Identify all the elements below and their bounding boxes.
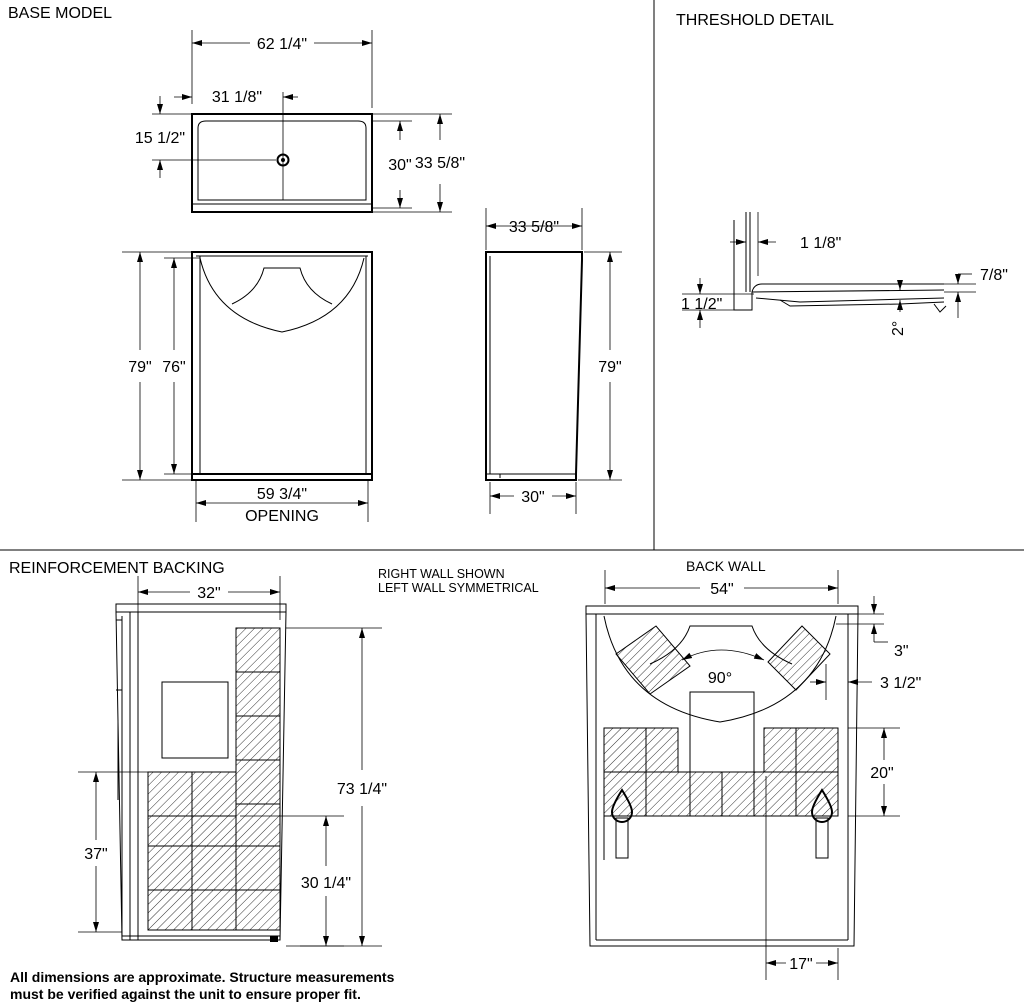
- dim-threshold-slope: 2°: [890, 321, 907, 336]
- label-opening: OPENING: [245, 508, 319, 525]
- section-title-back-wall: BACK WALL: [686, 558, 766, 574]
- right-wall-view: [115, 603, 287, 942]
- dim-threshold-width: 1 1/8": [800, 235, 841, 252]
- dim-overall-width: 62 1/4": [257, 36, 307, 53]
- dim-side-base: 30": [521, 489, 544, 506]
- base-side-view: [485, 251, 583, 481]
- disclaimer-line-2: must be verified against the unit to ens…: [10, 986, 361, 1002]
- dim-reinforcement-width: 32": [197, 585, 220, 602]
- section-title-reinforcement-backing: REINFORCEMENT BACKING: [9, 560, 225, 577]
- dim-drain-depth: 15 1/2": [135, 130, 185, 147]
- dim-back-wall-side-offset: 3 1/2": [880, 675, 921, 692]
- grab-hook-right-icon: [810, 788, 834, 859]
- dim-threshold-lip: 7/8": [980, 267, 1008, 284]
- dim-outer-depth: 33 5/8": [415, 155, 465, 172]
- disclaimer-line-1: All dimensions are approximate. Structur…: [10, 969, 395, 985]
- note-right-wall: RIGHT WALL SHOWN: [378, 567, 505, 581]
- dim-reinforcement-height-total: 73 1/4": [337, 781, 387, 798]
- block-right-angled: [767, 625, 831, 691]
- block-left-angled: [615, 625, 691, 695]
- note-left-wall: LEFT WALL SYMMETRICAL: [378, 581, 539, 595]
- grab-hook-left-icon: [610, 788, 634, 859]
- dim-front-height-inner: 76": [162, 359, 185, 376]
- section-title-threshold-detail: THRESHOLD DETAIL: [676, 12, 834, 29]
- dim-reinforcement-height-lower: 37": [84, 846, 107, 863]
- base-front-view: [191, 251, 373, 481]
- dim-back-wall-bottom-offset: 17": [789, 956, 812, 973]
- base-top-view: [191, 92, 373, 213]
- section-title-base-model: BASE MODEL: [8, 5, 112, 22]
- dim-side-depth: 33 5/8": [509, 219, 559, 236]
- dim-back-wall-width: 54": [710, 581, 733, 598]
- dim-back-wall-top-offset: 3": [894, 643, 909, 660]
- back-wall-view: [585, 605, 859, 947]
- dim-front-height-outer: 79": [128, 359, 151, 376]
- threshold-profile: [733, 212, 947, 313]
- dim-back-wall-angle: 90°: [708, 670, 732, 687]
- wall-window: [161, 681, 229, 759]
- dim-reinforcement-height-mid: 30 1/4": [301, 875, 351, 892]
- dim-side-height: 79": [598, 359, 621, 376]
- dim-threshold-height: 1 1/2": [681, 296, 722, 313]
- dim-opening-width: 59 3/4": [257, 486, 307, 503]
- dim-inner-depth: 30": [388, 157, 411, 174]
- dim-back-wall-band-height: 20": [870, 765, 893, 782]
- dim-drain-offset: 31 1/8": [212, 89, 262, 106]
